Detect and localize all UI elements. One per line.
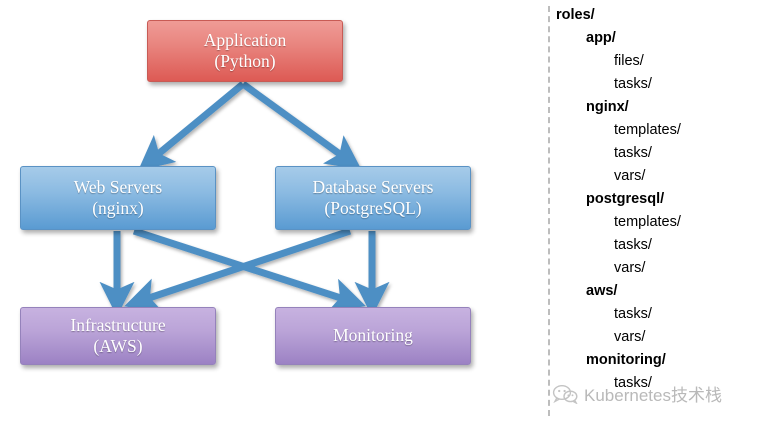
tree-row[interactable]: app/ xyxy=(586,30,616,46)
tree-row[interactable]: aws/ xyxy=(586,283,618,299)
node-infrastructure-title: Infrastructure xyxy=(70,314,166,335)
node-infrastructure[interactable]: Infrastructure (AWS) xyxy=(20,307,216,365)
tree-row[interactable]: tasks/ xyxy=(614,76,652,92)
tree-row[interactable]: templates/ xyxy=(614,214,681,230)
tree-row[interactable]: tasks/ xyxy=(614,237,652,253)
edge-application-to-web-servers xyxy=(138,81,246,171)
node-database-servers-subtitle: (PostgreSQL) xyxy=(324,198,422,218)
tree-row[interactable]: tasks/ xyxy=(614,145,652,161)
tree-row[interactable]: tasks/ xyxy=(614,306,652,322)
node-monitoring-title: Monitoring xyxy=(333,325,413,346)
node-database-servers-title: Database Servers xyxy=(312,176,434,197)
node-web-servers-subtitle: (nginx) xyxy=(92,198,144,218)
tree-row[interactable]: nginx/ xyxy=(586,99,629,115)
node-application-title: Application xyxy=(203,29,287,50)
diagram-arrow-layer xyxy=(99,81,390,317)
node-infrastructure-subtitle: (AWS) xyxy=(93,336,143,356)
node-application[interactable]: Application (Python) xyxy=(147,20,343,82)
tree-row[interactable]: vars/ xyxy=(614,329,646,345)
node-application-subtitle: (Python) xyxy=(214,51,276,71)
tree-row[interactable]: vars/ xyxy=(614,168,646,184)
node-database-servers[interactable]: Database Servers (PostgreSQL) xyxy=(275,166,471,230)
architecture-diagram: Application (Python) Web Servers (nginx)… xyxy=(20,20,471,365)
tree-row[interactable]: postgresql/ xyxy=(586,191,665,207)
node-monitoring[interactable]: Monitoring xyxy=(275,307,471,365)
vertical-dashed-divider xyxy=(548,6,550,416)
node-web-servers-title: Web Servers xyxy=(73,176,163,197)
tree-row[interactable]: files/ xyxy=(614,53,644,69)
edge-database-servers-to-infrastructure xyxy=(124,227,352,312)
tree-row[interactable]: monitoring/ xyxy=(586,352,666,368)
tree-row[interactable]: roles/ xyxy=(556,7,595,23)
roles-directory-tree: roles/app/files/tasks/nginx/templates/ta… xyxy=(556,4,772,422)
node-web-servers[interactable]: Web Servers (nginx) xyxy=(20,166,216,230)
edge-application-to-database-servers xyxy=(240,81,362,170)
tree-row[interactable]: templates/ xyxy=(614,122,681,138)
tree-row[interactable]: tasks/ xyxy=(614,375,652,391)
tree-row[interactable]: vars/ xyxy=(614,260,646,276)
